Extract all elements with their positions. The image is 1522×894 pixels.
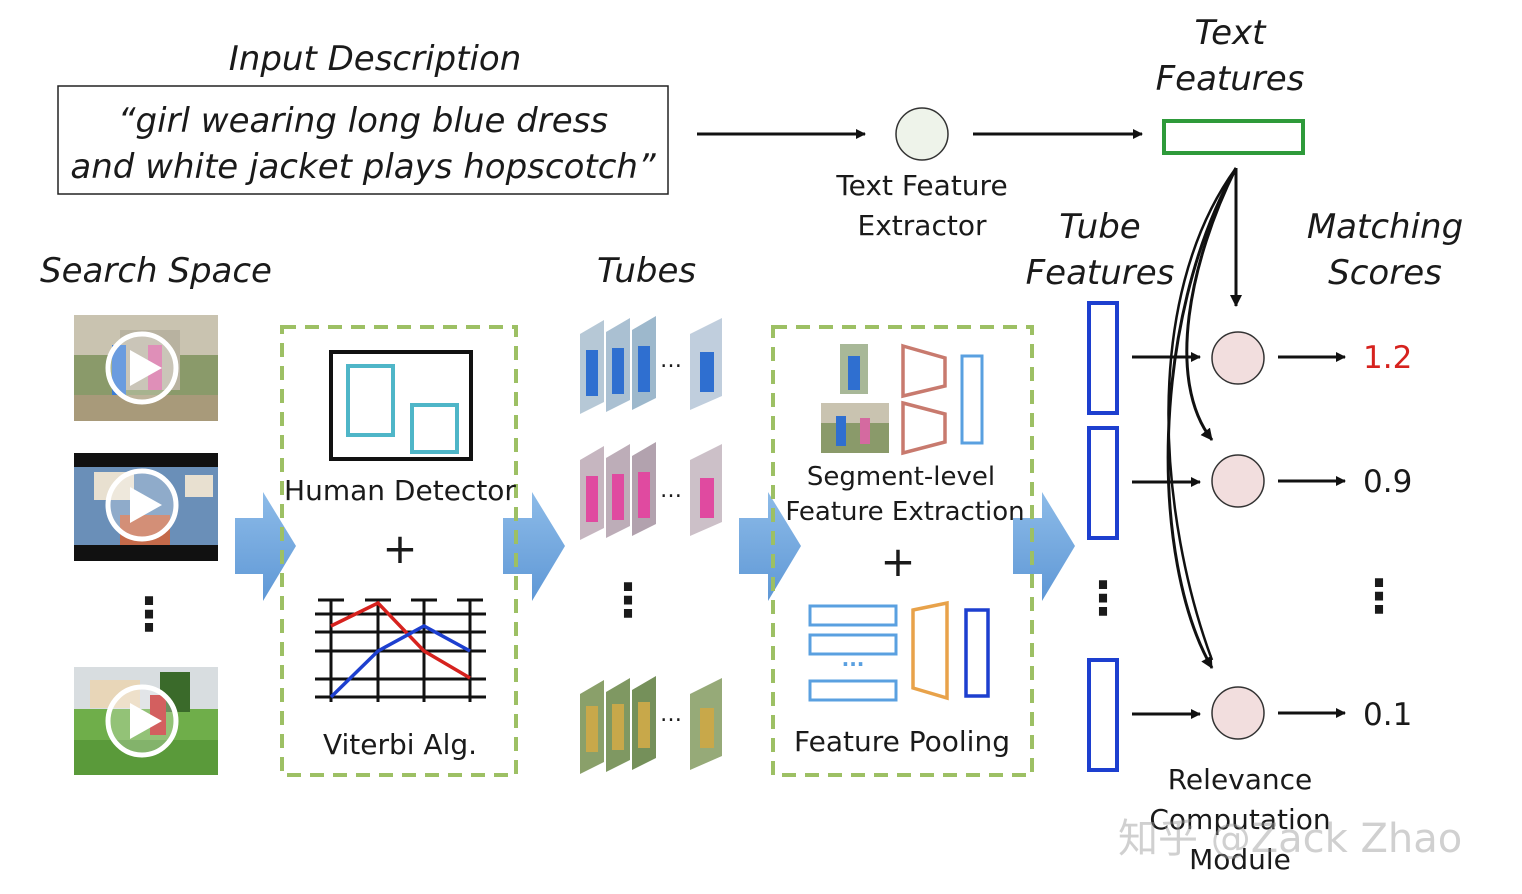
text-to-node-3-arrow-alt [1167,167,1238,661]
watermark: 知乎 @Zack Zhao [1118,816,1463,862]
segment-thumbnail-small [840,344,868,394]
pool-trapezoid [911,600,949,701]
flow-arrow-4 [1013,492,1075,601]
tube-feature-box-1 [1087,301,1119,415]
cnn-trapezoid-top [901,343,947,399]
feature-plus: + [880,537,916,586]
tube-features-ellipsis: ⋮ [1080,571,1126,625]
detector-plus: + [382,524,418,573]
pool-row-2 [808,633,898,656]
relevance-node-3 [1211,686,1265,740]
flow-arrow-2 [503,492,565,601]
input-description-title: Input Description [228,39,522,79]
play-button-icon [105,684,179,758]
relevance-node-1 [1211,331,1265,385]
text-features-title-2: Features [1155,59,1305,99]
flow-arrow-3 [739,492,801,601]
relevance-module-label-1: Relevance [1167,763,1313,796]
play-button-icon [105,331,179,405]
text-feature-extractor-label-2: Extractor [857,209,987,242]
pool-row-3 [808,679,898,702]
matching-scores-title-1: Matching [1306,207,1464,247]
text-feature-extractor-label-1: Text Feature [836,169,1008,202]
human-detector-icon [329,350,473,461]
matching-scores-ellipsis: ⋮ [1356,569,1402,623]
tubes-ellipsis: ⋮ [605,573,651,627]
tube-row-1-ellipsis: … [660,348,682,373]
tube-row-green [580,676,722,774]
pooled-feature-bar [964,608,990,698]
human-detector-label: Human Detector [284,474,516,507]
tube-feature-box-3 [1087,658,1119,772]
tube-feature-box-2 [1087,426,1119,540]
viterbi-label: Viterbi Alg. [322,728,478,761]
relevance-node-2 [1211,454,1265,508]
matching-score-1: 1.2 [1363,340,1413,376]
text-feature-extractor-node [895,107,949,161]
text-features-title-1: Text [1194,13,1266,53]
pool-dots: ··· [841,652,865,676]
input-quote-line-1: “girl wearing long blue dress [117,101,609,141]
matching-scores-title-2: Scores [1328,253,1442,293]
viterbi-blue-path [329,624,471,699]
relevance-module-label-3: Module [1189,843,1291,876]
search-space-title: Search Space [40,251,272,291]
segment-level-label-2: Feature Extraction [785,497,1025,527]
video-thumbnail-1 [74,315,218,421]
matching-score-2: 0.9 [1363,464,1413,500]
input-quote-line-2: and white jacket plays hopscotch” [70,147,656,187]
tube-features-title-2: Features [1025,253,1175,293]
detector-dashed-box [280,325,518,777]
matching-score-3: 0.1 [1363,697,1413,733]
viterbi-trellis-icon [315,598,486,702]
play-button-icon [105,468,179,542]
segment-level-label-1: Segment-level [806,462,996,492]
tubes-title: Tubes [597,251,697,291]
cnn-trapezoid-bottom [901,400,947,456]
feature-dashed-box [771,325,1034,777]
relevance-module-label-2: Computation [1149,803,1331,836]
pool-row-1 [808,604,898,627]
tube-row-2-ellipsis: … [660,478,682,503]
input-description-box [57,85,669,195]
tube-row-blue [580,316,722,414]
segment-feature-bar [960,354,984,445]
tube-row-3-ellipsis: … [660,702,682,727]
flow-arrow-1 [235,492,296,601]
tube-row-pink [580,442,722,540]
tube-features-title-1: Tube [1059,207,1141,247]
text-features-box [1162,119,1305,155]
search-space-ellipsis: ⋮ [126,587,172,641]
segment-thumbnail-large [821,403,889,453]
viterbi-red-path [330,600,471,680]
feature-pooling-label: Feature Pooling [794,725,1010,758]
text-to-node-2-arrow [1185,167,1238,441]
